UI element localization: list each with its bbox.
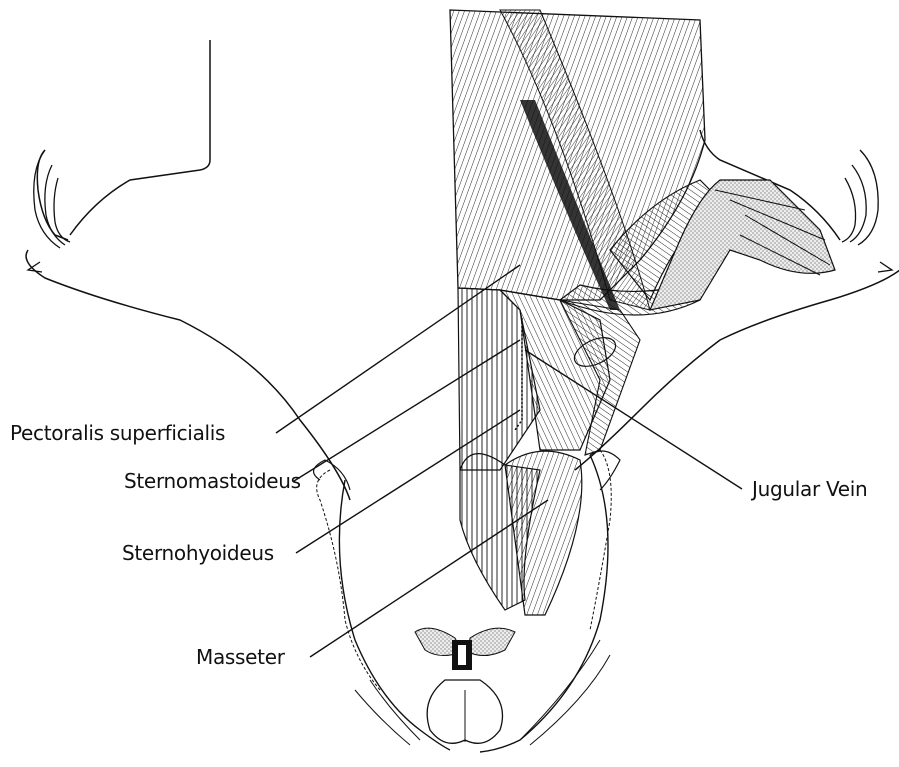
label-sternohyoideus: Sternohyoideus [122, 541, 274, 565]
label-sternomastoideus: Sternomastoideus [124, 469, 301, 493]
label-jugular-vein: Jugular Vein [752, 477, 867, 501]
ear-right [590, 451, 620, 490]
label-pectoralis-superficialis: Pectoralis superficialis [10, 421, 225, 445]
label-masseter: Masseter [196, 645, 285, 669]
left-paw [28, 150, 70, 272]
trachea-inner [458, 645, 466, 665]
hyoid-right [468, 628, 515, 655]
right-paw [842, 150, 892, 272]
head-fur-left [317, 470, 380, 690]
